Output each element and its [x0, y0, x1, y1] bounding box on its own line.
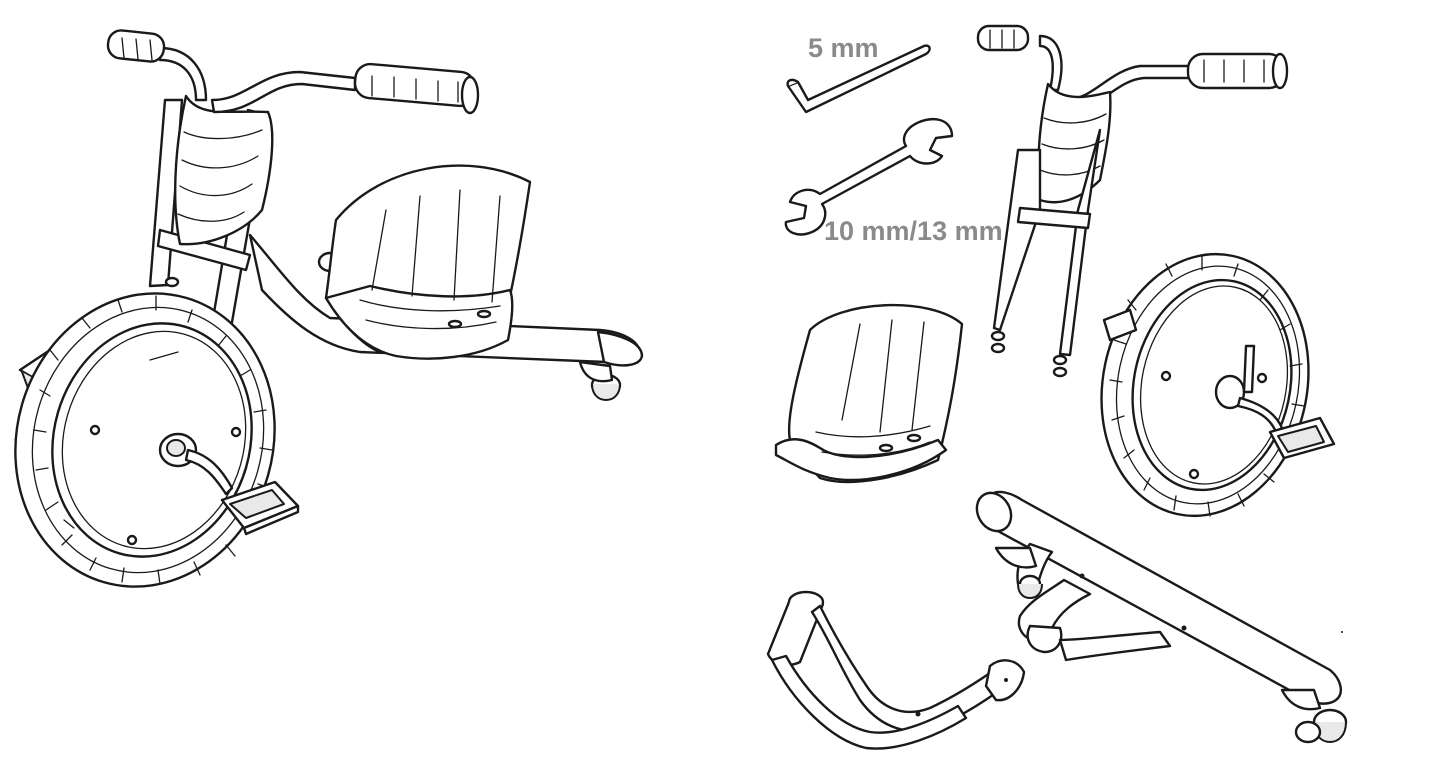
hex-key-icon: [786, 44, 931, 114]
assembled-crank-pedal: [158, 432, 300, 536]
assembled-front-wheel: [14, 292, 276, 588]
front-wheel-part: [1100, 252, 1336, 518]
wrench-label: 10 mm/13 mm: [824, 216, 1003, 246]
assembled-handlebar: [106, 29, 480, 115]
front-connector-part: [766, 590, 1026, 750]
open-end-wrench-icon: [784, 117, 954, 236]
seat-part: [774, 303, 964, 484]
assembled-shroud: [174, 94, 274, 246]
rear-axle-part: [975, 490, 1348, 744]
hex-key-label: 5 mm: [808, 33, 879, 63]
assembled-seat: [324, 164, 532, 360]
assembled-tricycle: [14, 29, 644, 588]
fork-handlebar-part: [976, 24, 1289, 378]
